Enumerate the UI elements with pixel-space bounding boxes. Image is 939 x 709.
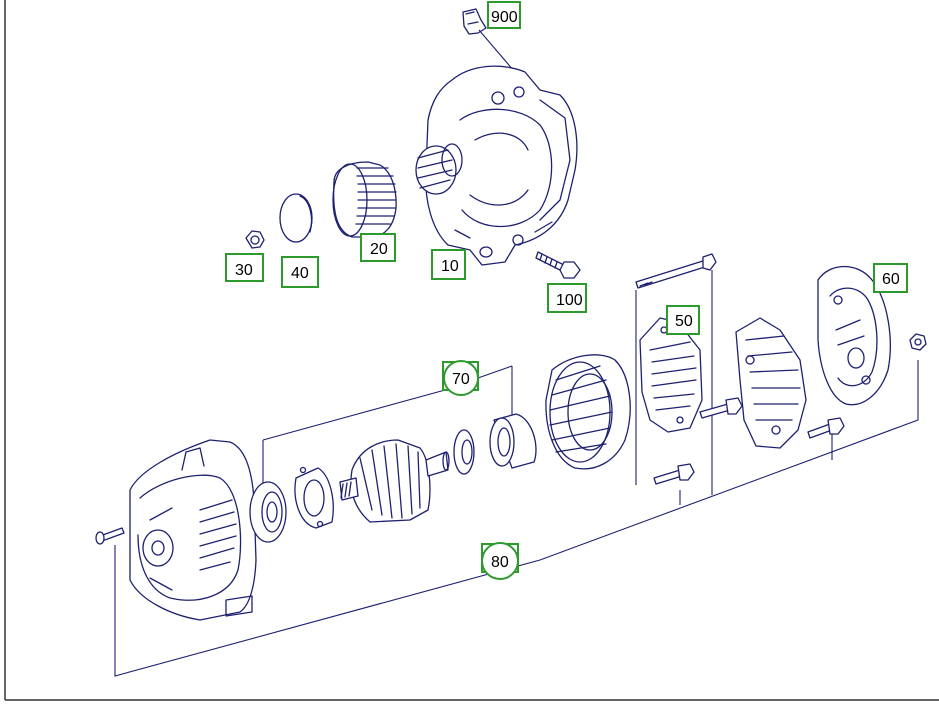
connector-plug-part — [462, 8, 523, 91]
bolt-100-part — [535, 251, 581, 279]
screw-rectifier-part — [807, 417, 845, 439]
svg-text:30: 30 — [235, 262, 253, 279]
bolt-middle-part — [699, 397, 743, 419]
callout-80[interactable]: 80 — [481, 542, 519, 580]
nut-part — [245, 230, 265, 249]
cover-plate-part — [294, 466, 334, 529]
bearing-left-part — [249, 481, 287, 543]
callout-20[interactable]: 20 — [360, 233, 396, 262]
through-bolt-part — [635, 253, 717, 289]
stator-part — [545, 354, 631, 470]
callout-10[interactable]: 10 — [431, 249, 466, 280]
svg-text:60: 60 — [882, 271, 900, 288]
svg-text:10: 10 — [441, 258, 459, 275]
screw-left-part — [95, 527, 125, 545]
leader-lines — [114, 270, 919, 677]
nut-right-part — [909, 333, 927, 351]
svg-text:40: 40 — [291, 265, 309, 282]
rear-cover-part — [817, 266, 891, 406]
svg-text:70: 70 — [452, 371, 470, 388]
svg-text:80: 80 — [491, 554, 509, 571]
voltage-regulator-part — [639, 317, 703, 433]
callout-50[interactable]: 50 — [666, 305, 700, 335]
drawing-frame — [4, 0, 939, 701]
bearing-sleeve-part — [489, 413, 537, 469]
callout-900[interactable]: 900 — [487, 1, 521, 29]
washer-disc-part — [279, 193, 313, 243]
rotor-part — [339, 439, 450, 523]
bearing-right-part — [453, 429, 475, 475]
rectifier-part — [735, 317, 807, 449]
svg-text:50: 50 — [675, 313, 693, 330]
drive-end-housing-part — [129, 439, 257, 621]
svg-text:100: 100 — [556, 292, 583, 309]
screw-lower-part — [653, 463, 695, 485]
alternator-housing-part — [415, 65, 578, 266]
callout-30[interactable]: 30 — [225, 253, 264, 282]
callout-40[interactable]: 40 — [281, 256, 319, 288]
callout-60[interactable]: 60 — [873, 263, 908, 293]
belt-pulley-part — [332, 161, 397, 238]
svg-text:900: 900 — [491, 9, 518, 26]
svg-text:20: 20 — [370, 241, 388, 258]
callout-70[interactable]: 70 — [442, 360, 479, 396]
callout-100[interactable]: 100 — [547, 283, 587, 313]
